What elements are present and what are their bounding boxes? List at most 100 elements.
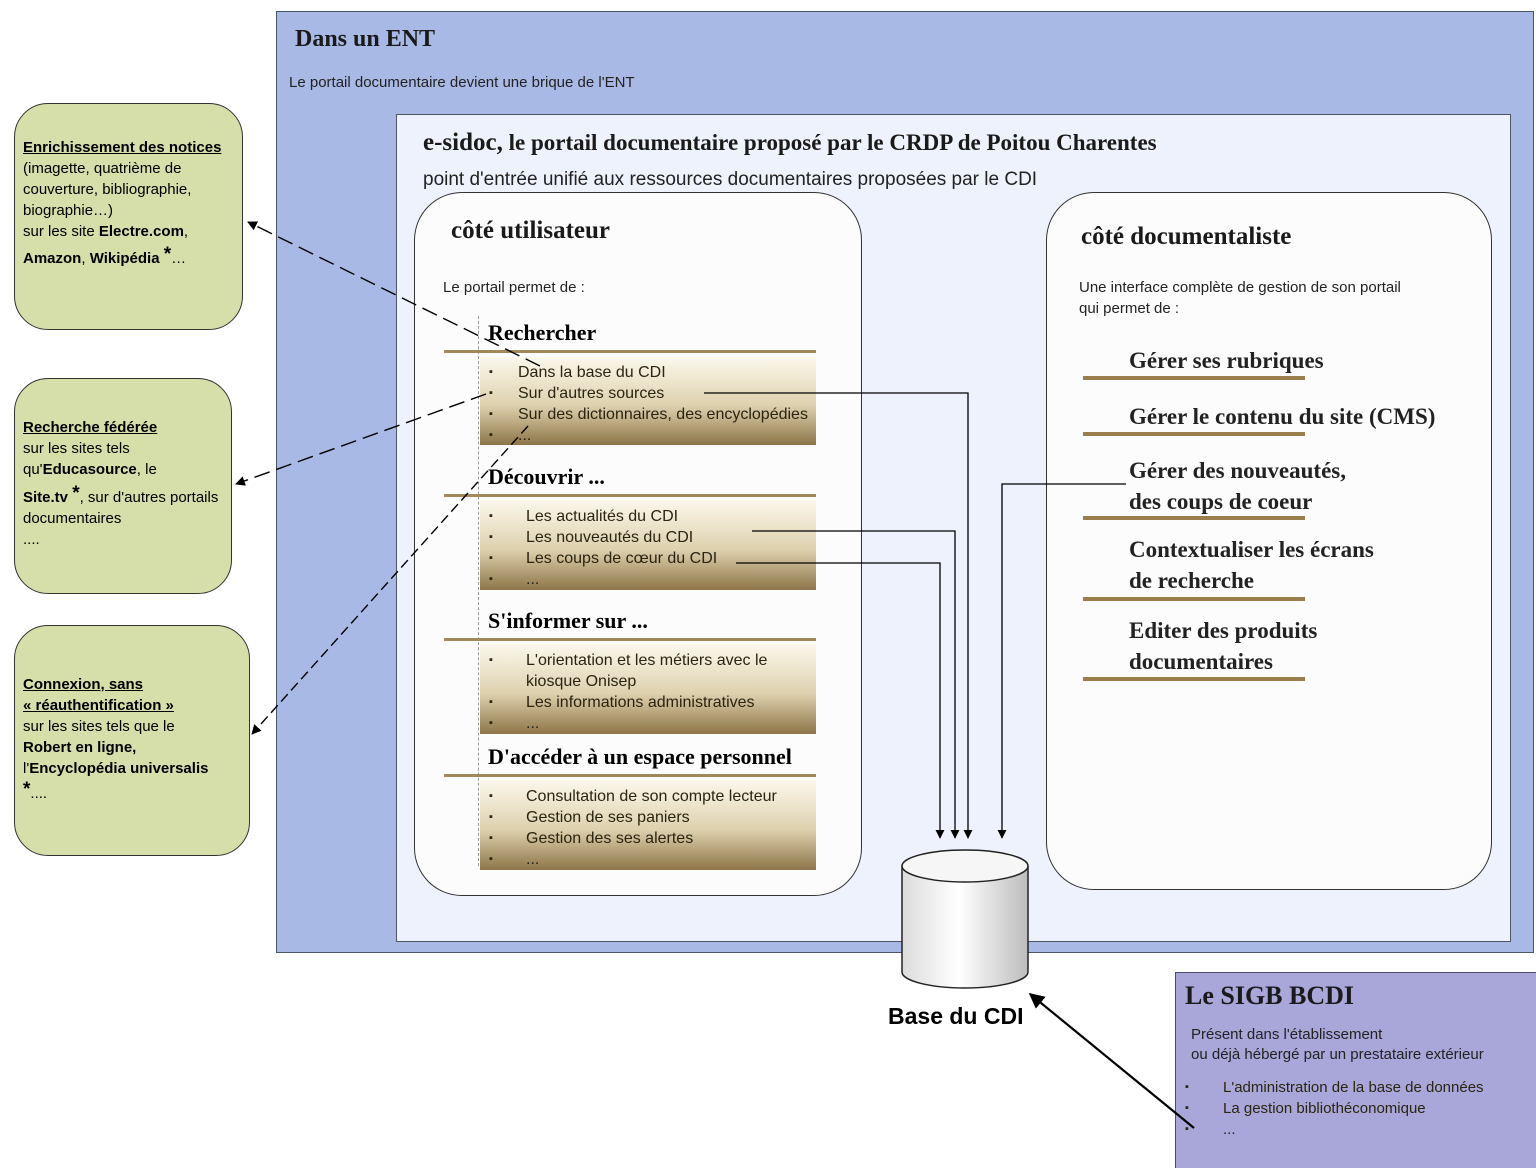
list-item: L'orientation et les métiers avec le kio… — [480, 650, 806, 692]
asterisk-mark: * — [23, 779, 31, 800]
list-item: L'administration de la base de données — [1176, 1077, 1484, 1098]
side-box-bold: Wikipédia — [89, 250, 160, 267]
side-box-text: , — [183, 223, 189, 240]
sigb-box: Le SIGB BCDI Présent dans l'établissemen… — [1175, 972, 1536, 1168]
side-box-text: .... — [23, 531, 40, 548]
side-box-heading: Recherche fédérée — [23, 419, 158, 436]
list-item: La gestion bibliothéconomique — [1176, 1098, 1484, 1119]
doc-item-nouveautes-2: des coups de coeur — [1129, 489, 1313, 514]
side-box-bold: Educasource — [42, 461, 137, 478]
database-icon — [901, 849, 1029, 989]
side-box-text: l' — [23, 760, 30, 777]
side-box-bold: Robert en ligne, — [23, 739, 137, 756]
side-box-federee: Recherche fédérée sur les sites tels qu'… — [14, 378, 232, 594]
list-item: Les nouveautés du CDI — [480, 527, 816, 548]
doc-item-rubriques: Gérer ses rubriques — [1129, 348, 1324, 373]
list-item: Gestion de ses paniers — [480, 807, 816, 828]
section-bar — [444, 494, 816, 497]
esidoc-title-rest: le portail documentaire proposé par le C… — [502, 130, 1157, 155]
doc-item-bar — [1083, 432, 1305, 436]
dashed-link-federee — [235, 393, 487, 486]
doc-panel: côté documentaliste Une interface complè… — [1046, 192, 1492, 890]
esidoc-subtitle: point d'entrée unifié aux ressources doc… — [423, 169, 1038, 190]
doc-item-bar — [1083, 597, 1305, 601]
section-box-informer: L'orientation et les métiers avec le kio… — [480, 644, 816, 734]
section-title-espace: D'accéder à un espace personnel — [488, 744, 792, 769]
link-autres-sources — [704, 392, 973, 839]
side-box-text: , le — [136, 461, 157, 478]
link-nouveautes — [752, 530, 960, 839]
list-item: Sur d'autres sources — [480, 383, 816, 404]
section-bar — [444, 774, 816, 777]
user-panel-intro: Le portail permet de : — [443, 279, 585, 296]
list-item: ... — [480, 849, 816, 870]
sigb-line: ou déjà hébergé par un prestataire extér… — [1191, 1046, 1484, 1063]
section-title-rechercher: Rechercher — [488, 320, 597, 345]
section-bar — [444, 350, 816, 353]
doc-item-bar — [1083, 516, 1305, 520]
asterisk-mark: * — [163, 244, 172, 265]
side-box-enrichissement: Enrichissement des notices (imagette, qu… — [14, 103, 243, 330]
sigb-title: Le SIGB BCDI — [1185, 981, 1355, 1010]
doc-panel-intro: Une interface complète de gestion de son… — [1079, 279, 1401, 317]
doc-item-editer-1: Editer des produits — [1129, 618, 1318, 643]
link-documentaliste — [997, 483, 1126, 839]
doc-panel-title: côté documentaliste — [1081, 223, 1292, 250]
link-coups-de-coeur — [736, 562, 945, 839]
link-sigb — [1028, 993, 1195, 1129]
doc-item-contexte-2: de recherche — [1129, 568, 1254, 593]
side-box-text: , sur d'autres portails documentaires — [23, 489, 219, 527]
side-box-text: , — [81, 250, 90, 267]
side-box-connexion: Connexion, sans « réauthentification » s… — [14, 625, 250, 856]
doc-item-bar — [1083, 376, 1305, 380]
side-box-bold: Site.tv — [23, 489, 69, 506]
section-box-decouvrir: Les actualités du CDI Les nouveautés du … — [480, 500, 816, 590]
side-box-bold: Encyclopédia universalis — [29, 760, 209, 777]
doc-item-editer-2: documentaires — [1129, 649, 1273, 674]
dashed-link-enrichissement — [247, 221, 541, 367]
side-box-text: .... — [30, 785, 48, 802]
side-box-text: … — [171, 250, 187, 267]
doc-item-nouveautes-1: Gérer des nouveautés, — [1129, 458, 1346, 483]
ent-title: Dans un ENT — [295, 26, 436, 52]
section-box-rechercher: Dans la base du CDI Sur d'autres sources… — [480, 357, 816, 446]
sigb-desc: Présent dans l'établissement ou déjà héb… — [1191, 1025, 1484, 1065]
section-title-informer: S'informer sur ... — [488, 608, 648, 633]
side-box-heading: Enrichissement des notices — [23, 139, 222, 156]
list-item: Gestion des ses alertes — [480, 828, 816, 849]
asterisk-mark: * — [72, 483, 80, 504]
section-box-espace: Consultation de son compte lecteur Gesti… — [480, 780, 816, 870]
list-item: ... — [480, 569, 816, 590]
database-label: Base du CDI — [888, 1003, 1024, 1029]
list-item: Sur des dictionnaires, des encyclopédies — [480, 404, 816, 425]
list-item: Les informations administratives — [480, 692, 816, 713]
section-bar — [444, 638, 816, 641]
side-box-bold: Electre.com — [98, 223, 184, 240]
side-box-text: sur les sites tels que le — [23, 718, 175, 735]
list-item: Dans la base du CDI — [480, 362, 816, 383]
doc-item-contexte-1: Contextualiser les écrans — [1129, 537, 1374, 562]
section-title-decouvrir: Découvrir ... — [488, 464, 605, 489]
esidoc-title-brand: e-sidoc, — [423, 129, 503, 156]
user-panel-title: côté utilisateur — [451, 217, 610, 244]
side-box-text: (imagette, quatrième de couverture, bibl… — [23, 160, 192, 219]
side-box-heading: Connexion, sans — [23, 676, 144, 693]
doc-item-cms: Gérer le contenu du site (CMS) — [1129, 404, 1436, 429]
list-item: Les actualités du CDI — [480, 506, 816, 527]
list-item: ... — [1176, 1119, 1484, 1140]
side-box-text: sur les sites tels qu' — [23, 440, 130, 478]
section-guide-line — [478, 316, 481, 866]
list-item: Les coups de cœur du CDI — [480, 548, 816, 569]
doc-item-bar — [1083, 677, 1305, 681]
ent-subtitle: Le portail documentaire devient une briq… — [289, 74, 635, 91]
esidoc-title: e-sidoc, le portail documentaire proposé… — [423, 129, 1157, 157]
sigb-line: Présent dans l'établissement — [1191, 1026, 1383, 1043]
list-item: ... — [480, 425, 816, 446]
list-item: Consultation de son compte lecteur — [480, 786, 816, 807]
sigb-list: L'administration de la base de données L… — [1176, 1077, 1484, 1140]
dashed-link-connexion — [251, 425, 529, 735]
side-box-bold: Amazon — [23, 250, 82, 267]
list-item: ... — [480, 713, 816, 734]
side-box-text: sur les site — [23, 223, 99, 240]
